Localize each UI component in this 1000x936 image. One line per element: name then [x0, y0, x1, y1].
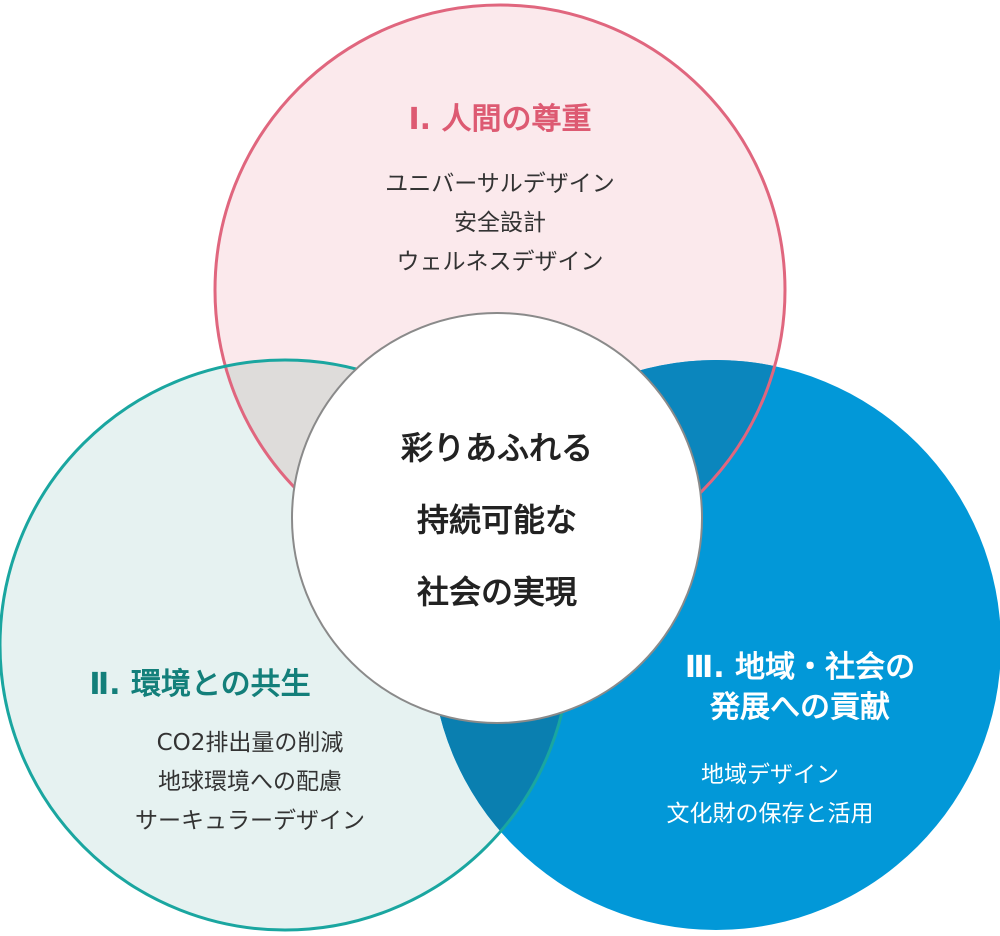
center-line: 社会の実現 — [416, 573, 577, 611]
list-item: 安全設計 — [454, 210, 546, 236]
center-line: 彩りあふれる — [400, 429, 593, 467]
list-item: サーキュラーデザイン — [135, 808, 365, 834]
title-line: 発展への貢献 — [710, 690, 890, 725]
list-human-respect: ユニバーサルデザイン 安全設計 ウェルネスデザイン — [320, 165, 680, 282]
list-environment: CO2排出量の削減 地球環境への配慮 サーキュラーデザイン — [60, 724, 440, 841]
list-item: ウェルネスデザイン — [396, 249, 604, 275]
list-item: 地球環境への配慮 — [158, 769, 342, 795]
title-human-respect: Ⅰ. 人間の尊重 — [408, 102, 592, 137]
center-line: 持続可能な — [416, 501, 577, 539]
center-statement: 彩りあふれる 持続可能な 社会の実現 — [340, 412, 654, 628]
title-line: Ⅲ. 地域・社会の — [684, 650, 916, 685]
title-community: Ⅲ. 地域・社会の 発展への貢献 — [630, 648, 970, 728]
list-item: 地域デザイン — [701, 762, 839, 788]
list-item: CO2排出量の削減 — [156, 730, 344, 756]
circle-center — [291, 312, 703, 724]
list-item: 文化財の保存と活用 — [666, 801, 874, 827]
list-item: ユニバーサルデザイン — [385, 171, 615, 197]
list-community: 地域デザイン 文化財の保存と活用 — [600, 756, 940, 834]
title-environment: Ⅱ. 環境との共生 — [89, 667, 311, 702]
